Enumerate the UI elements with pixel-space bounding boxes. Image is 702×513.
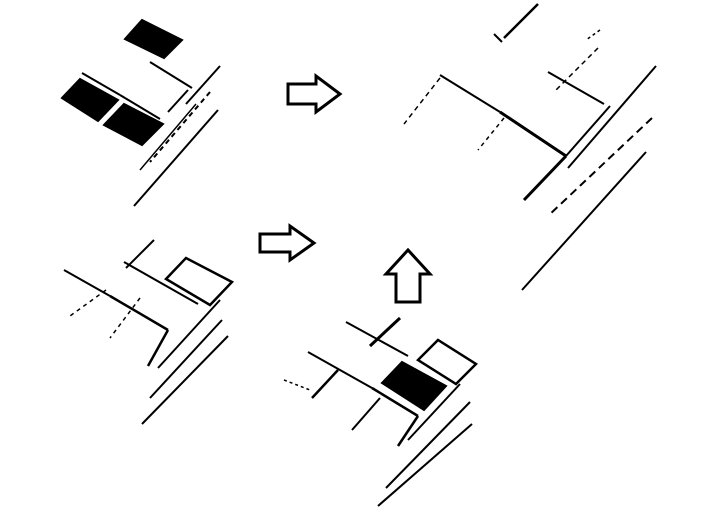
panel-line <box>283 379 311 391</box>
panel-line <box>567 65 657 169</box>
outlined-square <box>416 338 478 386</box>
panel-line <box>307 351 373 389</box>
panel-line <box>371 386 419 418</box>
panel-top-left <box>60 18 221 207</box>
panel-line <box>407 383 461 441</box>
filled-square-top <box>123 18 184 60</box>
panel-line <box>521 151 647 291</box>
panel-line <box>139 103 197 171</box>
panel-line <box>585 29 601 41</box>
panel-line <box>69 289 107 317</box>
panel-line <box>109 297 141 339</box>
panel-line <box>385 401 471 489</box>
panel-bottom-left <box>63 239 235 425</box>
arrow-up-icon <box>382 247 434 304</box>
filled-square <box>380 360 448 412</box>
panel-line <box>146 329 170 367</box>
panel-line <box>493 33 503 43</box>
filled-square-left <box>60 77 120 123</box>
arrow-right-icon-top <box>286 73 343 115</box>
panel-line <box>63 269 111 297</box>
panel-line <box>311 369 339 399</box>
panel-line <box>503 3 539 39</box>
panel-line <box>499 110 567 158</box>
panel-line <box>403 77 441 125</box>
panel-line <box>368 316 402 348</box>
panel-line <box>377 423 473 507</box>
panel-line <box>185 65 221 105</box>
panel-line <box>553 47 599 93</box>
panel-bottom-center <box>283 316 478 507</box>
arrow-right-icon-middle <box>258 223 317 263</box>
panel-line <box>81 72 121 96</box>
panel-line <box>157 299 221 369</box>
panel-line <box>439 74 501 113</box>
panel-line <box>125 239 155 269</box>
panel-line <box>565 105 611 157</box>
panel-line <box>123 261 199 305</box>
panel-line <box>396 415 420 447</box>
panel-right-result <box>403 3 657 291</box>
panel-line <box>109 294 169 332</box>
panel-line <box>149 91 211 163</box>
outlined-square <box>164 256 235 307</box>
panel-line <box>133 109 219 207</box>
panel-line <box>477 117 505 151</box>
panel-line <box>547 117 653 217</box>
panel-line <box>119 94 161 120</box>
filled-square-right <box>102 102 165 147</box>
panel-line <box>141 335 229 425</box>
panel-line <box>167 89 189 113</box>
panel-line <box>149 61 193 89</box>
panel-line <box>547 71 605 105</box>
panel-line <box>522 154 568 202</box>
panel-line <box>149 319 223 399</box>
panel-line <box>351 397 381 431</box>
